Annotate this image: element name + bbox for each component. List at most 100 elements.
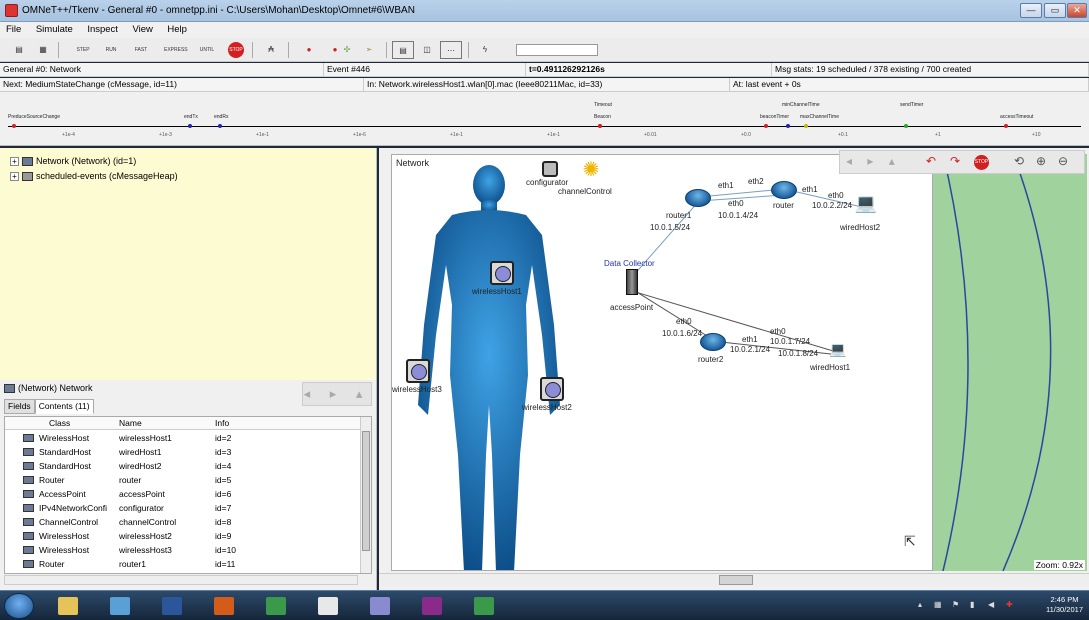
column-info[interactable]: Info [215, 418, 230, 428]
clock[interactable]: 2:46 PM 11/30/2017 [1046, 595, 1083, 615]
timeline-event-marker[interactable] [188, 124, 192, 128]
load-ned-icon[interactable]: ▦ [39, 45, 47, 54]
timeline-event-marker[interactable] [1004, 124, 1008, 128]
timeline-event-marker[interactable] [764, 124, 768, 128]
laptop-icon[interactable]: 💻 [854, 193, 878, 213]
wireless-host1-icon[interactable] [490, 261, 514, 285]
wireless-host3-icon[interactable] [406, 359, 430, 383]
find-icon[interactable]: ₳ [268, 45, 274, 54]
fast-run-button[interactable]: FAST [134, 47, 148, 53]
tray-flag-icon[interactable]: ⚑ [952, 600, 960, 609]
step-button[interactable]: STEP [76, 47, 90, 53]
taskbar-app-network[interactable] [100, 594, 140, 618]
new-run-icon[interactable]: ▤ [15, 45, 23, 54]
run-until-button[interactable]: UNTIL [199, 47, 215, 53]
relayout-icon[interactable]: ↶ [926, 154, 937, 168]
menu-simulate[interactable]: Simulate [35, 24, 73, 35]
expand-icon[interactable]: + [10, 172, 19, 181]
taskbar-app-media[interactable] [412, 594, 452, 618]
tray-battery-icon[interactable]: ▮ [970, 600, 975, 609]
stop-button[interactable]: STOP [228, 42, 244, 58]
run-button[interactable]: RUN [105, 47, 117, 53]
taskbar-app-notepad[interactable] [308, 594, 348, 618]
channel-control-icon[interactable]: ✺ [582, 159, 600, 181]
column-name[interactable]: Name [119, 418, 142, 428]
tree-item-network[interactable]: +Network (Network) (id=1) [10, 156, 136, 167]
last-event: At: last event + 0s [730, 78, 1089, 91]
timeline-event-marker[interactable] [218, 124, 222, 128]
options-icon[interactable]: ϟ [482, 45, 488, 54]
timeline-event-label: beaconTimer [760, 114, 789, 120]
tab-fields[interactable]: Fields [4, 399, 35, 414]
express-run-button[interactable]: EXPRESS [164, 47, 188, 53]
router1-label: router1 [666, 211, 692, 220]
router2-icon[interactable] [700, 333, 726, 351]
expand-icon[interactable]: + [10, 157, 19, 166]
access-point-icon[interactable] [626, 269, 638, 295]
router-icon[interactable] [771, 181, 797, 199]
wireless-host2-icon[interactable] [540, 377, 564, 401]
table-horizontal-scrollbar[interactable] [4, 575, 358, 585]
taskbar-app-matlab[interactable] [204, 594, 244, 618]
animation-speed-slider[interactable] [516, 44, 598, 56]
timeline-event-marker[interactable] [804, 124, 808, 128]
timeline-event-marker[interactable] [786, 124, 790, 128]
tray-security-icon[interactable]: ✚ [1006, 600, 1013, 609]
tray-arrow-icon[interactable]: ▴ [918, 600, 923, 609]
menu-view[interactable]: View [132, 24, 153, 35]
timeline-icon[interactable]: ⋯ [440, 41, 462, 59]
network-canvas[interactable]: Network [391, 154, 933, 571]
redraw-icon[interactable]: ↷ [950, 154, 961, 168]
network-icon[interactable]: ✣ [343, 45, 351, 54]
objects-icon[interactable]: ➣ [365, 45, 373, 54]
menu-file[interactable]: File [6, 24, 22, 35]
refresh-icon[interactable]: ⟲ [1014, 154, 1025, 168]
start-button[interactable] [4, 593, 34, 619]
tray-volume-icon[interactable]: ◀ [988, 600, 995, 609]
canvas-horizontal-scrollbar[interactable] [379, 573, 1089, 586]
taskbar-app-explorer[interactable] [48, 594, 88, 618]
timeline-event-marker[interactable] [598, 124, 602, 128]
taskbar-app-omnet[interactable] [360, 594, 400, 618]
layout-split-icon[interactable]: ◫ [423, 45, 431, 54]
menu-inspect[interactable]: Inspect [87, 24, 118, 35]
canvas-stop-button[interactable]: STOP [974, 155, 989, 170]
taskbar-app-editor[interactable] [464, 594, 504, 618]
restore-button[interactable]: ▭ [1044, 3, 1066, 18]
router1-icon[interactable] [685, 189, 711, 207]
configurator-icon[interactable] [542, 161, 558, 177]
taskbar-app-paint[interactable] [256, 594, 296, 618]
menu-help[interactable]: Help [167, 24, 187, 35]
zoom-in-icon[interactable]: ⊕ [1036, 154, 1047, 168]
canvas-nav-arrows[interactable]: ◂ ▸ ▴ [846, 154, 901, 168]
table-vertical-scrollbar[interactable] [360, 417, 371, 573]
timeline-event-marker[interactable] [12, 124, 16, 128]
zoom-out-icon[interactable]: ⊖ [1058, 154, 1069, 168]
tab-contents[interactable]: Contents (11) [34, 399, 94, 414]
tray-network-icon[interactable]: ▦ [934, 600, 942, 609]
close-button[interactable]: ✕ [1067, 3, 1087, 18]
minimize-button[interactable]: — [1020, 3, 1042, 18]
timeline[interactable]: +1e-4+1e-3+1e-1+1e-6+1e-1+1e-1+0.01+0.0+… [0, 92, 1089, 146]
taskbar-app-word[interactable] [152, 594, 192, 618]
layout-tree-icon[interactable]: ▤ [392, 41, 414, 59]
timeline-event-marker[interactable] [904, 124, 908, 128]
timeline-tick: +0.1 [838, 132, 848, 138]
laptop-icon[interactable]: 💻 [829, 341, 847, 357]
tree-item-scheduled-events[interactable]: +scheduled-events (cMessageHeap) [10, 171, 178, 182]
column-class[interactable]: Class [49, 418, 71, 428]
mouse-cursor-icon: ⇱ [904, 533, 916, 549]
breakpoint-icon[interactable]: ● [306, 45, 312, 54]
inspector-nav-arrows[interactable]: ◂ ▸ ▴ [302, 382, 372, 406]
record-icon[interactable]: ● [332, 45, 338, 54]
